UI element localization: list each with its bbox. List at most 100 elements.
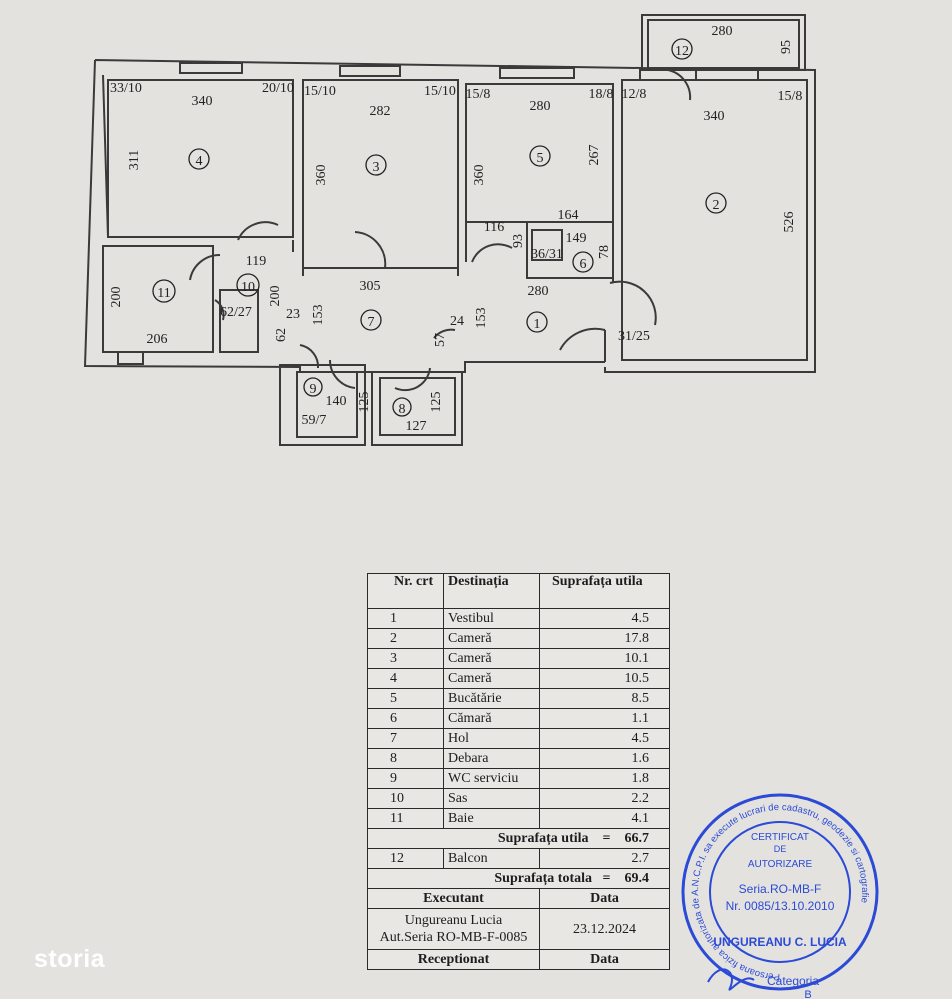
header-destination: Destinația — [443, 573, 540, 609]
storia-watermark: storia — [34, 945, 106, 973]
executant-cell: Ungureanu Lucia Aut.Seria RO-MB-F-0085 — [367, 908, 540, 950]
wall-label: 12/8 — [622, 87, 647, 102]
room-number-10: 10 — [241, 280, 255, 295]
dim-label: 282 — [370, 104, 391, 119]
stamp-line: AUTORIZARE — [748, 859, 813, 870]
table-row: 12 Balcon 2.7 — [367, 848, 670, 869]
row-destination: Cameră — [443, 628, 540, 649]
dim-label: 153 — [311, 305, 326, 326]
dim-label: 340 — [704, 109, 725, 124]
dim-label: 127 — [406, 419, 427, 434]
equals-sign: = — [602, 830, 611, 846]
wall-label: 36/31 — [531, 247, 563, 262]
row-destination: Baie — [443, 808, 540, 829]
grand-total: Suprafața totala = 69.4 — [367, 868, 670, 889]
room-number-8: 8 — [399, 402, 406, 417]
dim-label: 360 — [472, 165, 487, 186]
dim-label: 23 — [286, 307, 300, 322]
row-nr: 11 — [367, 808, 444, 829]
stamp-line: Categoria — [767, 974, 819, 988]
grand-total-label: Suprafața totala — [494, 870, 593, 886]
dim-label: 267 — [587, 145, 602, 166]
dim-label: 305 — [360, 279, 381, 294]
row-destination: Cameră — [443, 648, 540, 669]
row-area: 2.7 — [539, 848, 670, 869]
signature-scribble — [707, 968, 755, 991]
room-number-2: 2 — [713, 198, 720, 213]
dim-label: 119 — [246, 254, 266, 269]
dim-label: 280 — [530, 99, 551, 114]
wall-label: 15/8 — [466, 87, 491, 102]
row-area: 8.5 — [539, 688, 670, 709]
row-nr: 12 — [367, 848, 444, 869]
executant-label: Executant — [367, 888, 540, 909]
wall-label: 59/7 — [302, 413, 327, 428]
authorization-stamp: Persoana fizica autorizata de A.N.C.P.I.… — [681, 793, 879, 999]
room-number-1: 1 — [534, 317, 541, 332]
row-nr: 3 — [367, 648, 444, 669]
dim-label: 78 — [597, 245, 612, 259]
row-destination: Debara — [443, 748, 540, 769]
wall-label: 15/10 — [304, 84, 336, 99]
stamp-line: UNGUREANU C. LUCIA — [713, 935, 847, 949]
dim-label: 24 — [450, 314, 464, 329]
stamp-line: B — [804, 989, 811, 999]
wall-label: 31/25 — [618, 329, 650, 344]
row-nr: 6 — [367, 708, 444, 729]
room-number-11: 11 — [157, 286, 170, 301]
wall-label: 33/10 — [110, 81, 142, 96]
room-number-9: 9 — [310, 382, 317, 397]
useful-total-value: 66.7 — [624, 830, 650, 846]
dim-label: 140 — [326, 394, 347, 409]
dim-label: 153 — [474, 308, 489, 329]
executant-row: Ungureanu Lucia Aut.Seria RO-MB-F-0085 2… — [367, 908, 670, 950]
date-label: Data — [539, 888, 670, 909]
grand-total-row: Suprafața totala = 69.4 — [367, 868, 670, 889]
wall-label: 18/8 — [589, 87, 614, 102]
receptionat-label: Receptionat — [367, 949, 540, 970]
header-nr: Nr. crt — [367, 573, 444, 609]
row-nr: 9 — [367, 768, 444, 789]
dim-label: 149 — [566, 231, 587, 246]
useful-total-row: Suprafața utila = 66.7 — [367, 828, 670, 849]
stamp-line: Nr. 0085/13.10.2010 — [726, 899, 835, 913]
row-destination: Cămară — [443, 708, 540, 729]
row-destination: Balcon — [443, 848, 540, 869]
room-number-3: 3 — [373, 160, 380, 175]
stamp-line: DE — [774, 844, 787, 854]
dim-label: 125 — [357, 392, 372, 413]
room-number-7: 7 — [368, 315, 375, 330]
row-destination: Vestibul — [443, 608, 540, 629]
room-number-5: 5 — [537, 151, 544, 166]
row-area: 4.5 — [539, 728, 670, 749]
executant-header-row: Executant Data — [367, 888, 670, 909]
row-nr: 8 — [367, 748, 444, 769]
useful-total: Suprafața utila = 66.7 — [367, 828, 670, 849]
row-nr: 4 — [367, 668, 444, 689]
dim-label: 164 — [558, 208, 579, 223]
dim-label: 200 — [268, 286, 283, 307]
row-area: 4.5 — [539, 608, 670, 629]
dim-label: 206 — [147, 332, 168, 347]
useful-total-label: Suprafața utila — [497, 830, 589, 846]
row-nr: 5 — [367, 688, 444, 709]
dim-label: 340 — [192, 94, 213, 109]
header-area: Suprafața utila — [539, 573, 670, 609]
dim-label: 93 — [511, 234, 526, 248]
dim-label: 116 — [484, 220, 504, 235]
date-label-2: Data — [539, 949, 670, 970]
dim-label: 95 — [779, 40, 794, 54]
dim-label: 125 — [429, 392, 444, 413]
dim-label: 526 — [782, 212, 797, 233]
row-area: 1.8 — [539, 768, 670, 789]
dim-label: 311 — [127, 150, 142, 170]
row-area: 10.5 — [539, 668, 670, 689]
room-number-6: 6 — [580, 257, 587, 272]
row-area: 4.1 — [539, 808, 670, 829]
